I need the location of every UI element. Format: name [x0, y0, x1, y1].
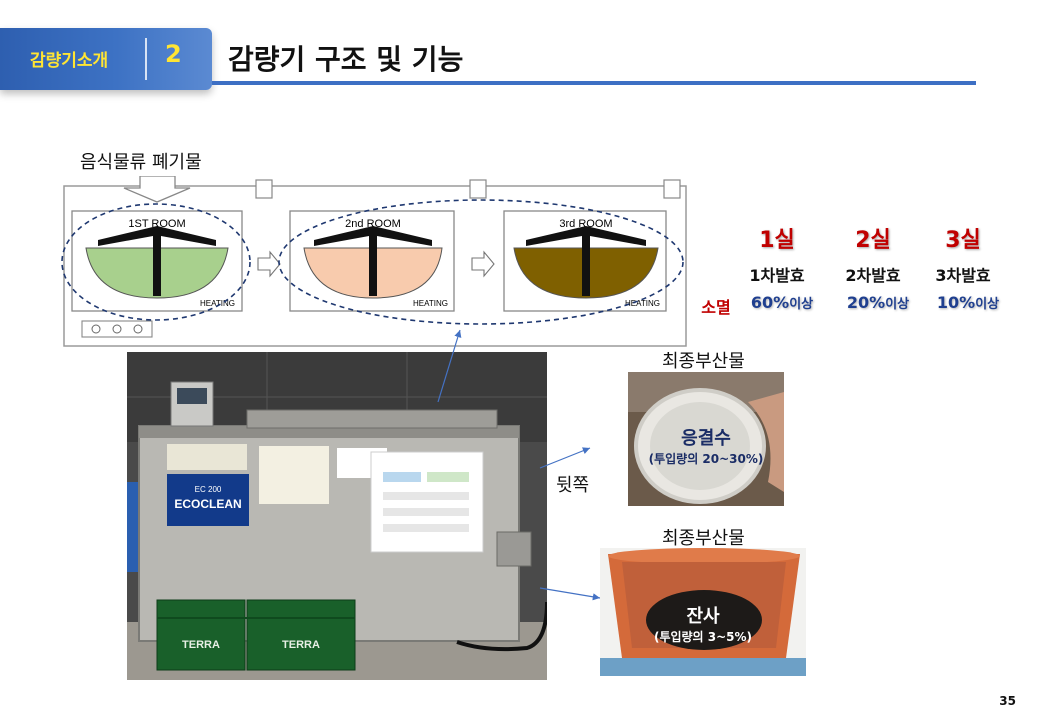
control-knob-3 — [133, 324, 143, 334]
room-1-heating: HEATING — [200, 299, 235, 308]
extinction-label: 소멸 — [701, 298, 731, 317]
arrow-to-residue — [539, 587, 601, 601]
flow-arrow-2 — [471, 250, 495, 278]
room-2-label: 2nd ROOM — [345, 218, 401, 230]
flow-arrow-1 — [257, 250, 281, 278]
top-port-2 — [469, 179, 487, 199]
arrow-to-rooms — [437, 329, 462, 403]
condensate-detail: (투입량의 20~30%) — [648, 452, 764, 466]
page-title: 감량기 구조 및 기능 — [228, 43, 464, 76]
extinction-3: 10%이상 — [936, 293, 1000, 312]
section-tab: 감량기소개 2 — [0, 28, 212, 90]
structure-diagram: 1ST ROOM HEATING 2nd ROOM HEATING 3rd RO… — [61, 176, 687, 347]
input-arrow — [123, 176, 191, 203]
byproduct-1-heading: 최종부산물 — [662, 351, 745, 372]
room-1-label: 1ST ROOM — [128, 218, 185, 230]
room-2: 2nd ROOM HEATING — [289, 210, 455, 312]
condensate-name: 응결수 — [681, 428, 731, 449]
rooms-table: 1실 2실 3실 1차발효 2차발효 3차발효 소멸 60%이상 20%이상 1… — [690, 222, 1020, 322]
stage-2: 2차발효 — [845, 266, 901, 285]
back-side-label: 뒷쪽 — [556, 475, 590, 496]
room-3-heating: HEATING — [625, 299, 660, 308]
page-number: 35 — [999, 694, 1016, 708]
stage-3: 3차발효 — [935, 266, 991, 285]
rooms-2-3-highlight — [278, 199, 684, 325]
room-3: 3rd ROOM HEATING — [503, 210, 667, 312]
room-1-name: 1실 — [759, 228, 795, 253]
condensate-photo: 응결수 (투입량의 20~30%) — [628, 372, 784, 506]
room-1-highlight — [61, 203, 251, 321]
arrow-to-condensate — [539, 447, 591, 469]
byproduct-2-heading: 최종부산물 — [662, 528, 745, 549]
crate-left-text: TERRA — [182, 639, 220, 651]
panel-model: EC 200 — [195, 485, 222, 494]
room-3-name: 3실 — [945, 228, 981, 253]
section-number: 2 — [165, 40, 182, 68]
residue-photo: 잔사 (투입량의 3~5%) — [600, 548, 806, 676]
extinction-2: 20%이상 — [846, 293, 910, 312]
title-underline — [212, 81, 976, 85]
stage-1: 1차발효 — [749, 266, 805, 285]
section-label: 감량기소개 — [30, 51, 109, 71]
extinction-1: 60%이상 — [750, 293, 814, 312]
top-port-1 — [255, 179, 273, 199]
section-divider — [145, 38, 147, 80]
residue-detail: (투입량의 3~5%) — [653, 630, 753, 644]
room-2-heating: HEATING — [413, 299, 448, 308]
room-1: 1ST ROOM HEATING — [71, 210, 243, 312]
room-2-name: 2실 — [855, 228, 891, 253]
panel-brand: ECOCLEAN — [174, 497, 241, 511]
machine-photo: EC 200 ECOCLEAN TERRA TERRA — [127, 352, 547, 680]
input-label: 음식물류 폐기물 — [80, 152, 202, 173]
residue-name: 잔사 — [686, 606, 720, 627]
control-knob-2 — [112, 324, 122, 334]
top-port-3 — [663, 179, 681, 199]
control-knob-1 — [91, 324, 101, 334]
room-3-label: 3rd ROOM — [559, 218, 612, 230]
crate-right-text: TERRA — [282, 639, 320, 651]
